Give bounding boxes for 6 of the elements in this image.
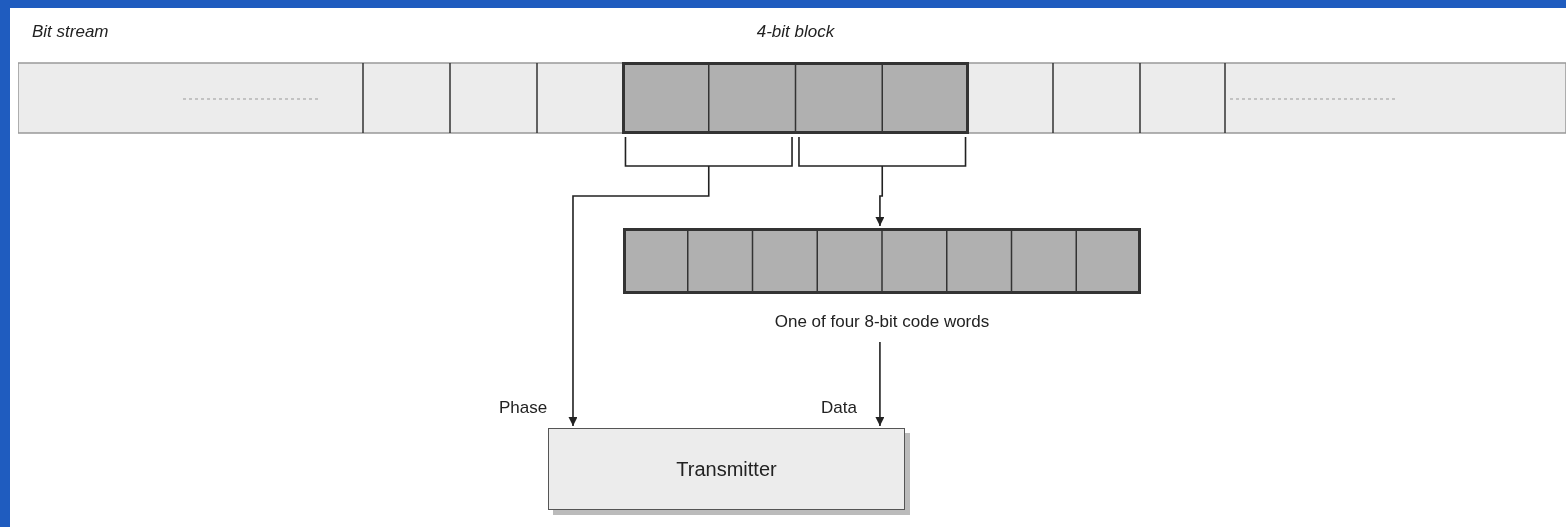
block-label: 4-bit block — [755, 22, 836, 42]
code-word-caption: One of four 8-bit code words — [773, 312, 991, 332]
bit-stream-label: Bit stream — [32, 22, 109, 42]
arrow — [798, 136, 967, 227]
arrow — [875, 341, 885, 427]
arrow — [568, 136, 793, 427]
